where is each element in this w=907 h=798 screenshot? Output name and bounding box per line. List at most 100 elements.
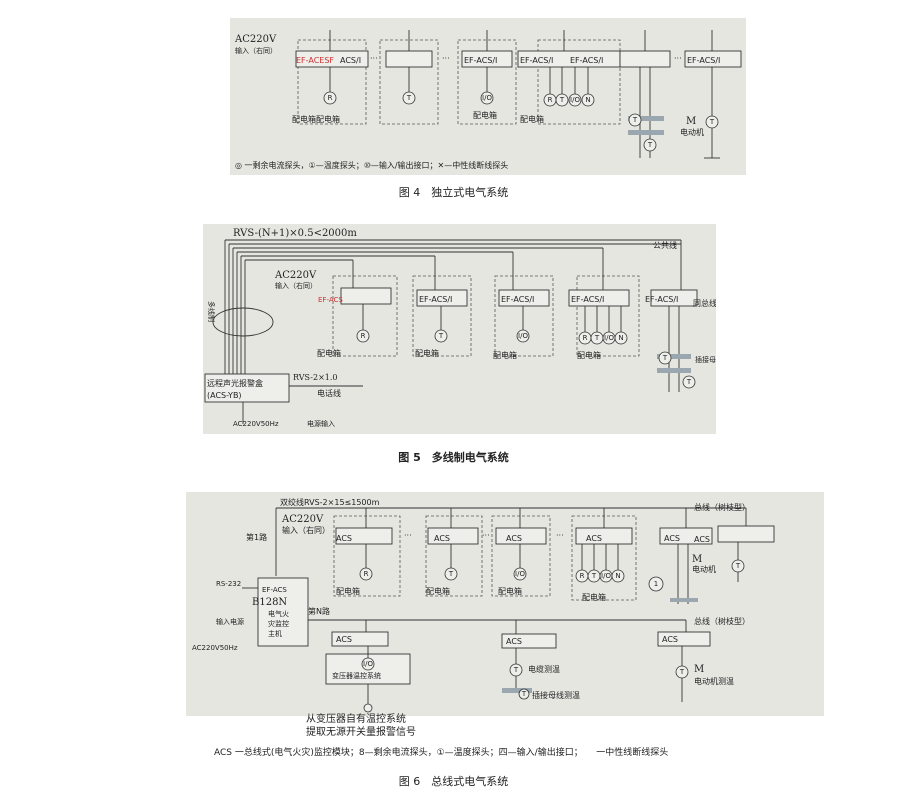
fig4-input-sub: 输入（右同）	[235, 46, 277, 55]
svg-text:T: T	[709, 118, 715, 126]
temperature-probe-icon	[444, 567, 458, 581]
temperature-probe-icon	[658, 351, 672, 365]
fig5-box-label-2: 配电箱	[415, 348, 439, 358]
fig4-module-5	[619, 50, 671, 68]
fig6-route1: 第1路	[246, 532, 267, 542]
svg-text:EF-ACS/I: EF-ACS/I	[571, 295, 604, 304]
io-interface-icon	[480, 91, 494, 105]
fig6-acs-motor	[657, 631, 711, 647]
figure-4-diagram: AC220V 输入（右同） EF-ACESF ACS/I R ··· T ···…	[234, 30, 742, 170]
neutral-break-probe-icon	[614, 331, 628, 345]
figure-6-diagram: 双绞线RVS-2×15≤1500m 总线（树枝型） 第1路 AC220V 输入（…	[192, 497, 775, 713]
svg-text:EF-ACS: EF-ACS	[262, 586, 287, 594]
fig5-bus-label: 同总线式	[693, 298, 716, 308]
fig5-module-2	[416, 289, 468, 307]
figure-5-diagram: RVS-(N+1)×0.5<2000m 公共线 多线制 AC220V 输入（右同…	[204, 228, 725, 428]
svg-text:T: T	[686, 378, 692, 386]
fig6-rs232: RS-232	[216, 580, 241, 588]
fig6-acs-module-2	[427, 527, 479, 545]
svg-text:I/O: I/O	[604, 334, 614, 342]
svg-text:EF-ACS: EF-ACS	[318, 296, 343, 304]
svg-text:T: T	[591, 572, 597, 580]
temperature-probe-icon	[628, 113, 642, 127]
fig4-dashed-box-3	[457, 39, 517, 125]
temperature-probe-icon	[705, 115, 719, 129]
fig6-box-label-4: 配电箱	[582, 592, 606, 602]
svg-text:EF-ACS/I: EF-ACS/I	[570, 56, 603, 65]
fig5-module-3	[498, 289, 550, 307]
svg-text:T: T	[438, 332, 444, 340]
svg-text:R: R	[328, 94, 333, 102]
svg-text:ACS: ACS	[664, 534, 680, 543]
svg-text:T: T	[559, 96, 565, 104]
svg-text:ACS: ACS	[434, 534, 450, 543]
svg-text:I/O: I/O	[482, 94, 492, 102]
fig6-twisted-pair: 双绞线RVS-2×15≤1500m	[280, 497, 380, 507]
fig6-caption: 图 6 总线式电气系统	[398, 775, 509, 788]
fig5-public-line: 公共线	[653, 240, 677, 250]
svg-text:I/O: I/O	[515, 570, 525, 578]
svg-text:主机: 主机	[268, 629, 282, 638]
fig6-busbar-temp: 插接母线测温	[532, 690, 580, 700]
fig4-legend: ◎ 一剩余电流探头，①—温度探头；⑩—输入/输出接口；✕—中性线断线探头	[235, 160, 508, 170]
fig6-box-label-1: 配电箱	[336, 586, 360, 596]
fire-monitor-host	[257, 577, 309, 647]
temperature-probe-icon	[682, 375, 696, 389]
fig5-module-1	[340, 287, 392, 305]
svg-text:R: R	[361, 332, 366, 340]
svg-text:ACS: ACS	[506, 637, 522, 646]
temperature-probe-icon	[643, 138, 657, 152]
temperature-probe-icon	[731, 559, 745, 573]
svg-text:R: R	[364, 570, 369, 578]
alarm-box	[204, 373, 290, 403]
svg-text:B128N: B128N	[252, 597, 287, 608]
fig6-dashed-box-2	[425, 515, 483, 597]
svg-text:EF-ACS/I: EF-ACS/I	[687, 56, 720, 65]
fig6-motor-temp: 电动机测温	[694, 676, 734, 686]
busbar-icon	[502, 688, 532, 693]
temperature-probe-icon	[518, 688, 530, 700]
fig6-legend: ACS 一总线式(电气火灾)监控模块；8—剩余电流探头，①—温度探头；四—输入/…	[214, 748, 669, 758]
temperature-probe-icon	[555, 93, 569, 107]
fig5-power-right: 电源输入	[307, 419, 335, 428]
fig4-dashed-box-4	[537, 39, 621, 125]
svg-text:ACS: ACS	[694, 535, 710, 544]
svg-text:T: T	[735, 562, 741, 570]
fig4-module-1-label: EF-ACESF	[296, 56, 334, 65]
temperature-probe-icon	[434, 329, 448, 343]
temperature-probe-icon	[675, 665, 689, 679]
fig4-dashed-box-1	[297, 39, 367, 125]
busbar-icon	[628, 116, 664, 121]
fig4-box-label-3: 配电箱	[520, 114, 544, 124]
svg-text:R: R	[580, 572, 585, 580]
svg-text:EF-ACS/I: EF-ACS/I	[501, 295, 534, 304]
fig6-acs-transformer	[331, 631, 389, 647]
svg-text:M: M	[694, 664, 704, 675]
fig5-module-4	[568, 289, 630, 307]
fig4-motor-sub: 电动机	[680, 127, 704, 137]
fig5-alarm-box-line1: 远程声光报警盒	[207, 378, 263, 388]
svg-text:T: T	[513, 666, 519, 674]
figure-6-panel: 双绞线RVS-2×15≤1500m 总线（树枝型） 第1路 AC220V 输入（…	[186, 492, 824, 716]
svg-text:EF-ACS/I: EF-ACS/I	[419, 295, 452, 304]
fig6-acs-module-3	[495, 527, 547, 545]
temperature-probe-icon	[648, 576, 664, 592]
svg-text:ACS: ACS	[336, 534, 352, 543]
fig6-power-ac: AC220V50Hz	[192, 644, 238, 652]
fig6-motor-label: M	[692, 554, 702, 565]
svg-text:I/O: I/O	[518, 332, 528, 340]
fig6-acs-module-6	[717, 525, 775, 543]
temperature-probe-icon	[509, 663, 523, 677]
fig4-box-label-2: 配电箱	[473, 110, 497, 120]
fig4-box-label-1: 配电箱配电箱	[292, 114, 340, 124]
svg-text:T: T	[662, 354, 668, 362]
fig4-module-2	[385, 50, 433, 68]
fig6-cable-temp: 电缆测温	[528, 664, 560, 674]
fig5-phone-label: 电话线	[317, 388, 341, 398]
fig5-alarm-box-line2: (ACS-YB)	[207, 391, 242, 400]
svg-text:ACS: ACS	[586, 534, 602, 543]
svg-text:T: T	[448, 570, 454, 578]
residual-current-probe-icon	[359, 567, 373, 581]
residual-current-probe-icon	[356, 329, 370, 343]
svg-text:电气火: 电气火	[268, 609, 289, 618]
